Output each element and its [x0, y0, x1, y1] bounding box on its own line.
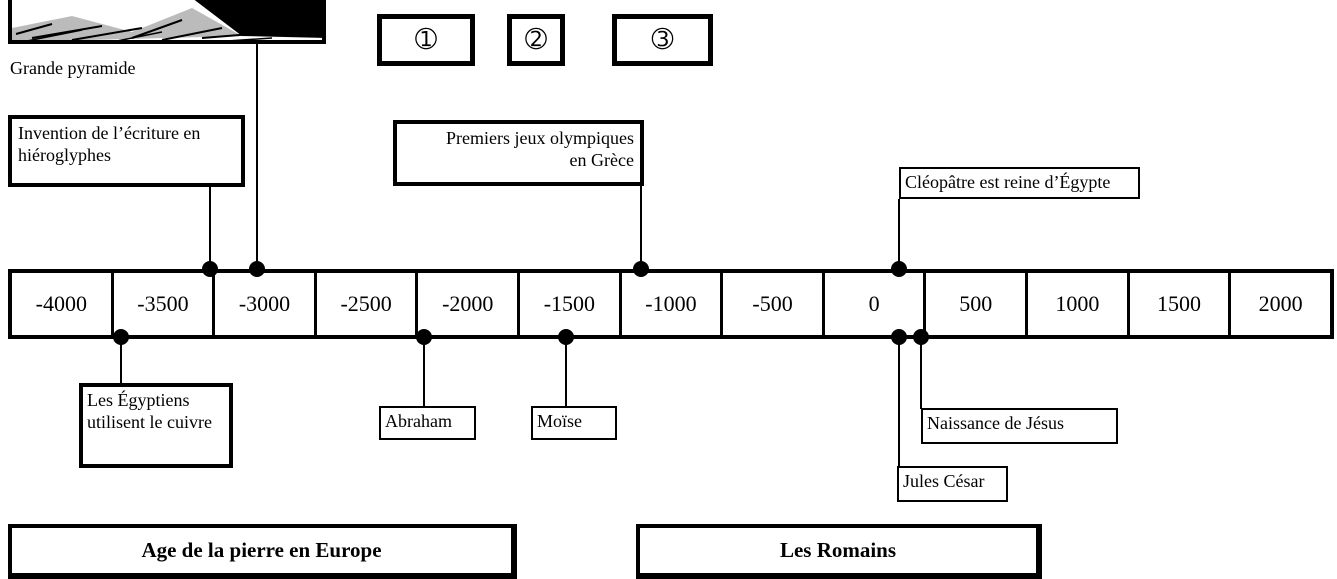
event-dot-writing: [202, 261, 218, 277]
connector-cleopatra: [898, 199, 900, 269]
connector-pyramid: [256, 44, 258, 269]
pyramid-caption: Grande pyramide: [10, 58, 136, 78]
timeline-cell: -500: [720, 273, 822, 335]
connector-abraham: [423, 339, 425, 407]
timeline-cell: 0: [821, 273, 924, 335]
timeline-cell: -2500: [313, 273, 416, 335]
connector-olympics: [640, 186, 642, 269]
period-romans: Les Romains: [636, 524, 1042, 579]
timeline-cell: -3000: [212, 273, 314, 335]
event-jesus: Naissance de Jésus: [921, 408, 1118, 444]
event-cleopatra: Cléopâtre est reine d’Égypte: [899, 167, 1140, 199]
connector-jesus: [920, 339, 922, 409]
timeline-cell: 1000: [1025, 273, 1127, 335]
timeline-cell: 500: [923, 273, 1025, 335]
event-abraham: Abraham: [379, 406, 476, 440]
timeline-cell: 2000: [1228, 273, 1330, 335]
connector-writing: [209, 187, 211, 269]
event-dot-abraham: [416, 329, 432, 345]
marker-box-3: ➂: [612, 14, 713, 66]
event-dot-moses: [558, 329, 574, 345]
event-caesar-label: Jules César: [903, 471, 985, 491]
event-copper-label: Les Égyptiens utilisent le cuivre: [87, 390, 212, 432]
period-stone-age: Age de la pierre en Europe: [8, 524, 517, 579]
timeline-cell: 1500: [1126, 273, 1229, 335]
connector-moses: [565, 339, 567, 407]
event-olympics: Premiers jeux olympiques en Grèce: [393, 120, 644, 186]
timeline: -4000 -3500 -3000 -2500 -2000 -1500 -100…: [8, 269, 1334, 339]
event-moses-label: Moïse: [537, 411, 582, 431]
event-caesar: Jules César: [897, 466, 1008, 502]
pyramid-image: [8, 0, 326, 44]
event-moses: Moïse: [531, 406, 617, 440]
pyramid-illustration: [12, 0, 322, 40]
event-jesus-label: Naissance de Jésus: [927, 413, 1064, 433]
event-abraham-label: Abraham: [385, 411, 452, 431]
event-dot-jesus: [913, 329, 929, 345]
connector-copper: [120, 339, 122, 384]
event-writing-label: Invention de l’écriture en hiéroglyphes: [18, 123, 201, 165]
event-cleopatra-label: Cléopâtre est reine d’Égypte: [905, 172, 1111, 192]
marker-box-1: ➀: [377, 14, 475, 66]
event-dot-olympics: [633, 261, 649, 277]
timeline-cell: -1000: [618, 273, 721, 335]
timeline-cell: -3500: [110, 273, 213, 335]
event-dot-caesar: [891, 329, 907, 345]
event-writing: Invention de l’écriture en hiéroglyphes: [8, 115, 245, 187]
event-copper: Les Égyptiens utilisent le cuivre: [79, 383, 233, 468]
timeline-cell: -2000: [415, 273, 517, 335]
event-dot-copper: [113, 329, 129, 345]
timeline-cell: -4000: [35, 291, 87, 316]
timeline-cell: -1500: [517, 273, 619, 335]
marker-box-2: ➁: [507, 14, 565, 66]
event-dot-cleopatra: [891, 261, 907, 277]
connector-caesar: [898, 339, 900, 467]
event-dot-pyramid: [249, 261, 265, 277]
event-olympics-line2: en Grèce: [569, 149, 634, 170]
event-olympics-line1: Premiers jeux olympiques: [446, 128, 634, 148]
